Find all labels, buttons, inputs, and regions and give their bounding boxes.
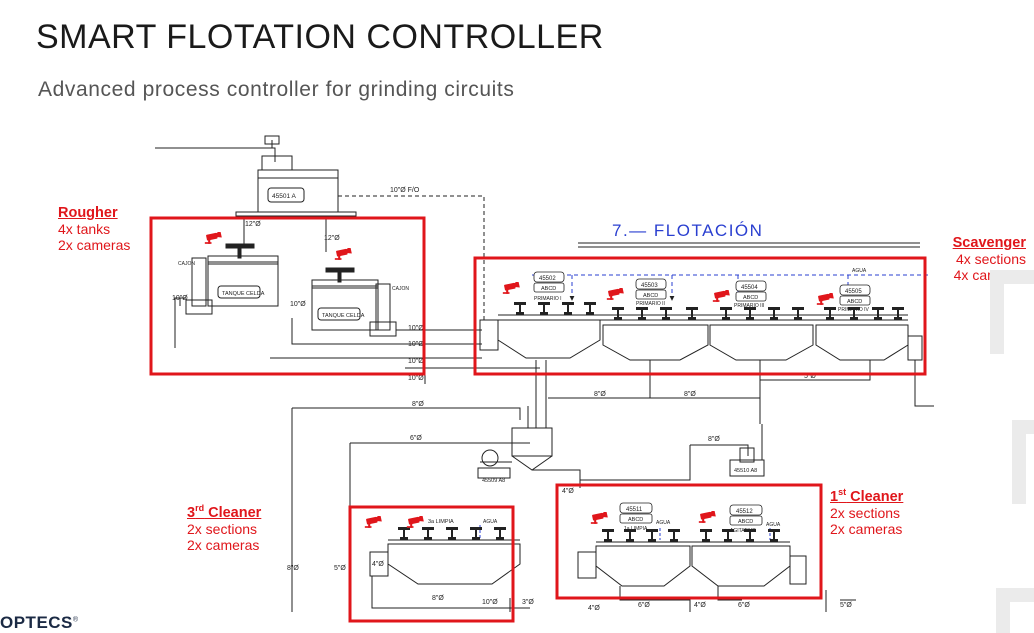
- tank-label-1: TANQUE CELDA: [222, 291, 265, 297]
- pipe-label-10fo: 10"Ø F/O: [390, 187, 420, 194]
- tag-45509: 45509 A8: [482, 478, 505, 484]
- tag-45503: 45503: [641, 283, 658, 289]
- camera-icon: [816, 293, 834, 305]
- third-cleaner-callout: 3rd Cleaner 2x sections 2x cameras: [187, 500, 261, 553]
- scavenger-heading: Scavenger: [952, 235, 1026, 251]
- agua-label-3: AGUA: [766, 522, 781, 528]
- pipe-label-3-a: 3"Ø: [522, 599, 534, 606]
- scavenger-frame: [473, 256, 927, 376]
- primario-2: PRIMARIO II: [636, 301, 665, 307]
- pipe-label-10-c: 10"Ø: [408, 325, 424, 332]
- abcd-4: ABCD: [847, 299, 862, 305]
- camera-icon: [712, 290, 730, 302]
- third-cleaner-frame: [348, 505, 515, 623]
- brand-logo: OPTECS®: [0, 613, 79, 632]
- third-cleaner-cameras: 2x cameras: [187, 536, 260, 553]
- pipe-label-5-c: 5"Ø: [840, 602, 852, 609]
- pipe-label-10-a: 10"Ø: [172, 295, 188, 302]
- limpia-3: 3a LIMPIA: [428, 519, 454, 525]
- camera-icon: [502, 282, 520, 294]
- pipe-label-12-a: 12"Ø: [245, 221, 261, 228]
- camera-icon: [364, 516, 382, 528]
- pipe-label-8-d: 8"Ø: [708, 436, 720, 443]
- abcd-6: ABCD: [738, 519, 753, 525]
- third-cleaner-sections: 2x sections: [187, 520, 258, 537]
- pipe-label-5-a: 5"Ø: [804, 373, 816, 380]
- camera-icon: [698, 511, 716, 523]
- rougher-frame: [149, 216, 426, 376]
- highlight-frames: [149, 216, 927, 623]
- pipe-label-4-a: 4"Ø: [562, 488, 574, 495]
- page-title: SMART FLOTATION CONTROLLER: [36, 18, 604, 56]
- first-cleaner-callout: 1st Cleaner 2x sections 2x cameras: [830, 484, 903, 537]
- pipe-label-4-b: 4"Ø: [372, 561, 384, 568]
- first-cleaner-heading: 1st Cleaner: [830, 487, 904, 505]
- tag-45505: 45505: [845, 289, 862, 295]
- tag-45512: 45512: [736, 509, 753, 515]
- pipe-label-10-d: 10"Ø: [408, 341, 424, 348]
- primario-4: PRIMARIO IV: [838, 307, 870, 313]
- cajon-label-1: CAJON: [178, 261, 195, 267]
- pipe-label-8-a: 8"Ø: [412, 401, 424, 408]
- camera-icon: [334, 248, 352, 260]
- pipe-label-8-f: 8"Ø: [432, 595, 444, 602]
- page-subtitle: Advanced process controller for grinding…: [38, 78, 515, 101]
- pipe-label-6-a: 6"Ø: [410, 435, 422, 442]
- tag-45502: 45502: [539, 276, 556, 282]
- pipe-label-5-b: 5"Ø: [334, 565, 346, 572]
- pipe-label-10-b: 10"Ø: [290, 301, 306, 308]
- pipe-label-4-d: 4"Ø: [694, 602, 706, 609]
- pipe-label-8-e: 8"Ø: [287, 565, 299, 572]
- agua-label-2: AGUA: [656, 520, 671, 526]
- agitativo-label: AGITATIVO: [730, 528, 756, 534]
- primario-1: PRIMARIO I: [534, 296, 562, 302]
- tag-boxes: [533, 271, 871, 526]
- tag-45501: 45501 A: [272, 193, 297, 200]
- pipe-label-8-b: 8"Ø: [594, 391, 606, 398]
- tag-45511: 45511: [626, 507, 643, 513]
- abcd-5: ABCD: [628, 517, 643, 523]
- abcd-3: ABCD: [743, 295, 758, 301]
- pipe-label-10-g: 10"Ø: [482, 599, 498, 606]
- cajon-label-2: CAJON: [392, 286, 409, 292]
- scavenger-sections: 4x sections: [955, 251, 1026, 267]
- pipe-label-12-b: 12"Ø: [324, 235, 340, 242]
- camera-icon: [590, 512, 608, 524]
- first-cleaner-sections: 2x sections: [830, 504, 901, 521]
- agua-label-4: AGUA: [483, 519, 498, 525]
- first-cleaner-frame: [555, 483, 823, 600]
- limpia-1: 1a LIMPIA: [624, 526, 648, 532]
- abcd-1: ABCD: [541, 286, 556, 292]
- tank-label-2: TANQUE CELDA: [322, 313, 365, 319]
- third-cleaner-heading: 3rd Cleaner: [187, 503, 262, 521]
- tag-45504: 45504: [741, 285, 758, 291]
- primario-3: PRIMARIO III: [734, 303, 764, 309]
- decorative-brackets: [990, 270, 1034, 633]
- camera-icon: [606, 288, 624, 300]
- rougher-cameras: 2x cameras: [58, 237, 131, 253]
- pipe-label-8-c: 8"Ø: [684, 391, 696, 398]
- abcd-2: ABCD: [643, 293, 658, 299]
- agua-label-1: AGUA: [852, 268, 867, 274]
- pipe-label-10-f: 10"Ø: [408, 375, 424, 382]
- rougher-heading: Rougher: [58, 205, 118, 221]
- tag-45510: 45510 A8: [734, 468, 757, 474]
- pipe-label-6-c: 6"Ø: [738, 602, 750, 609]
- rougher-tanks: 4x tanks: [58, 221, 111, 237]
- pipe-label-6-b: 6"Ø: [638, 602, 650, 609]
- rougher-callout: Rougher 4x tanks 2x cameras: [58, 205, 130, 253]
- camera-icons: [204, 232, 834, 528]
- pipe-label-10-e: 10"Ø: [408, 358, 424, 365]
- section-title: 7.— FLOTACIÓN: [612, 221, 763, 240]
- camera-icon: [406, 516, 424, 528]
- first-cleaner-cameras: 2x cameras: [830, 520, 903, 537]
- camera-icon: [204, 232, 222, 244]
- pipe-label-4-c: 4"Ø: [588, 605, 600, 612]
